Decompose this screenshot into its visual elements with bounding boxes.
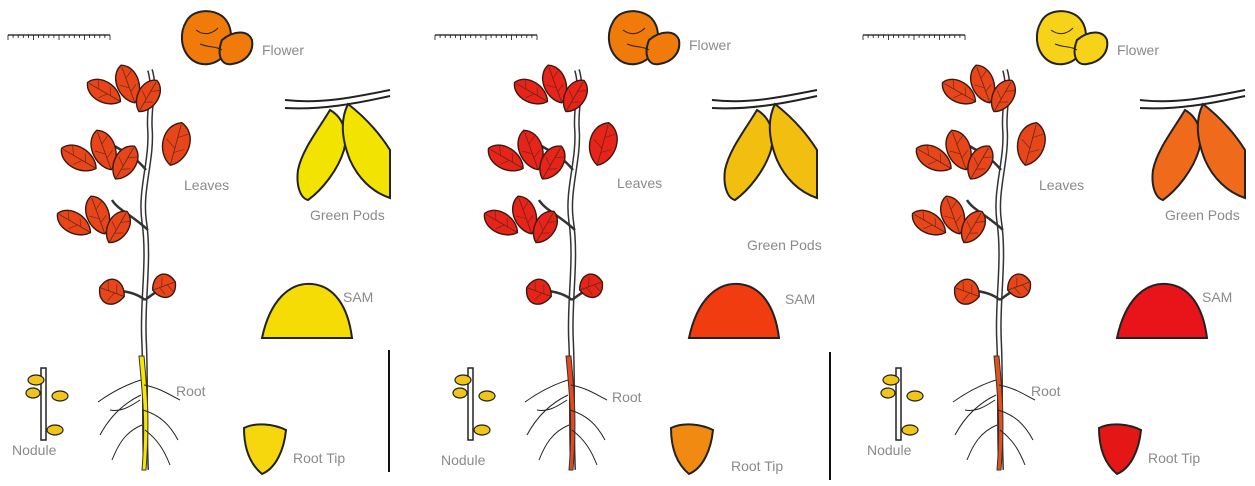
scale-bar bbox=[435, 35, 537, 40]
panel-divider bbox=[388, 350, 390, 472]
leaf bbox=[1004, 271, 1035, 301]
sam-label: SAM bbox=[1202, 289, 1232, 305]
pod-right bbox=[1198, 104, 1245, 198]
pod-right bbox=[770, 104, 817, 198]
pod-left bbox=[724, 110, 772, 200]
flower-shape bbox=[609, 11, 679, 64]
root-tip-label: Root Tip bbox=[1148, 450, 1200, 466]
leaf bbox=[522, 276, 555, 309]
leaf bbox=[157, 119, 194, 168]
lateral-roots bbox=[525, 380, 607, 465]
leaves-label: Leaves bbox=[1039, 177, 1084, 193]
root-label: Root bbox=[176, 383, 206, 399]
root-tip-label: Root Tip bbox=[293, 450, 345, 466]
flower-label: Flower bbox=[262, 42, 304, 58]
sam-label: SAM bbox=[785, 291, 815, 307]
nodule-label: Nodule bbox=[867, 442, 911, 458]
pod-branch bbox=[285, 90, 390, 108]
nodule-shape bbox=[881, 368, 923, 440]
root-tip-shape bbox=[671, 424, 713, 474]
nodule-label: Nodule bbox=[12, 442, 56, 458]
expression-panel-1: Flower Leaves Green Pods SAM Root Nodule… bbox=[0, 0, 400, 486]
green-pods-label: Green Pods bbox=[747, 237, 822, 253]
pod-branch bbox=[1140, 90, 1245, 108]
flower-label: Flower bbox=[1117, 42, 1159, 58]
nodule-label: Nodule bbox=[441, 452, 485, 468]
root-label: Root bbox=[612, 389, 642, 405]
leaves-label: Leaves bbox=[617, 175, 662, 191]
flower-shape bbox=[1037, 11, 1107, 64]
expression-panel-3: Flower Leaves Green Pods SAM Root Nodule… bbox=[855, 0, 1255, 486]
root-tip-label: Root Tip bbox=[731, 458, 783, 474]
sam-label: SAM bbox=[343, 289, 373, 305]
pod-right bbox=[343, 104, 390, 198]
scale-bar bbox=[863, 35, 965, 40]
leaf bbox=[950, 276, 983, 309]
sam-shape bbox=[1117, 284, 1207, 338]
leaf bbox=[1012, 119, 1049, 168]
leaf bbox=[95, 276, 128, 309]
leaf bbox=[576, 271, 607, 301]
pod-left bbox=[297, 110, 345, 200]
flower-shape bbox=[182, 11, 252, 64]
lateral-roots bbox=[98, 380, 180, 465]
nodule-shape bbox=[26, 368, 68, 440]
root-tip-shape bbox=[1099, 424, 1141, 474]
sam-shape bbox=[262, 284, 352, 338]
plant-illustration bbox=[855, 0, 1255, 486]
pod-branch bbox=[712, 90, 817, 108]
lateral-roots bbox=[953, 380, 1035, 465]
green-pods-label: Green Pods bbox=[310, 207, 385, 223]
expression-panel-2: Flower Leaves Green Pods SAM Root Nodule… bbox=[427, 0, 827, 486]
leaf bbox=[149, 271, 180, 301]
leaves-label: Leaves bbox=[184, 177, 229, 193]
scale-bar bbox=[8, 35, 110, 40]
leaf bbox=[584, 119, 621, 168]
nodule-shape bbox=[453, 368, 495, 440]
sam-shape bbox=[689, 284, 779, 338]
pod-left bbox=[1152, 110, 1200, 200]
root-tip-shape bbox=[244, 424, 286, 474]
flower-label: Flower bbox=[689, 37, 731, 53]
panel-divider bbox=[829, 352, 831, 480]
root-label: Root bbox=[1031, 383, 1061, 399]
green-pods-label: Green Pods bbox=[1165, 207, 1240, 223]
plant-illustration bbox=[0, 0, 400, 486]
